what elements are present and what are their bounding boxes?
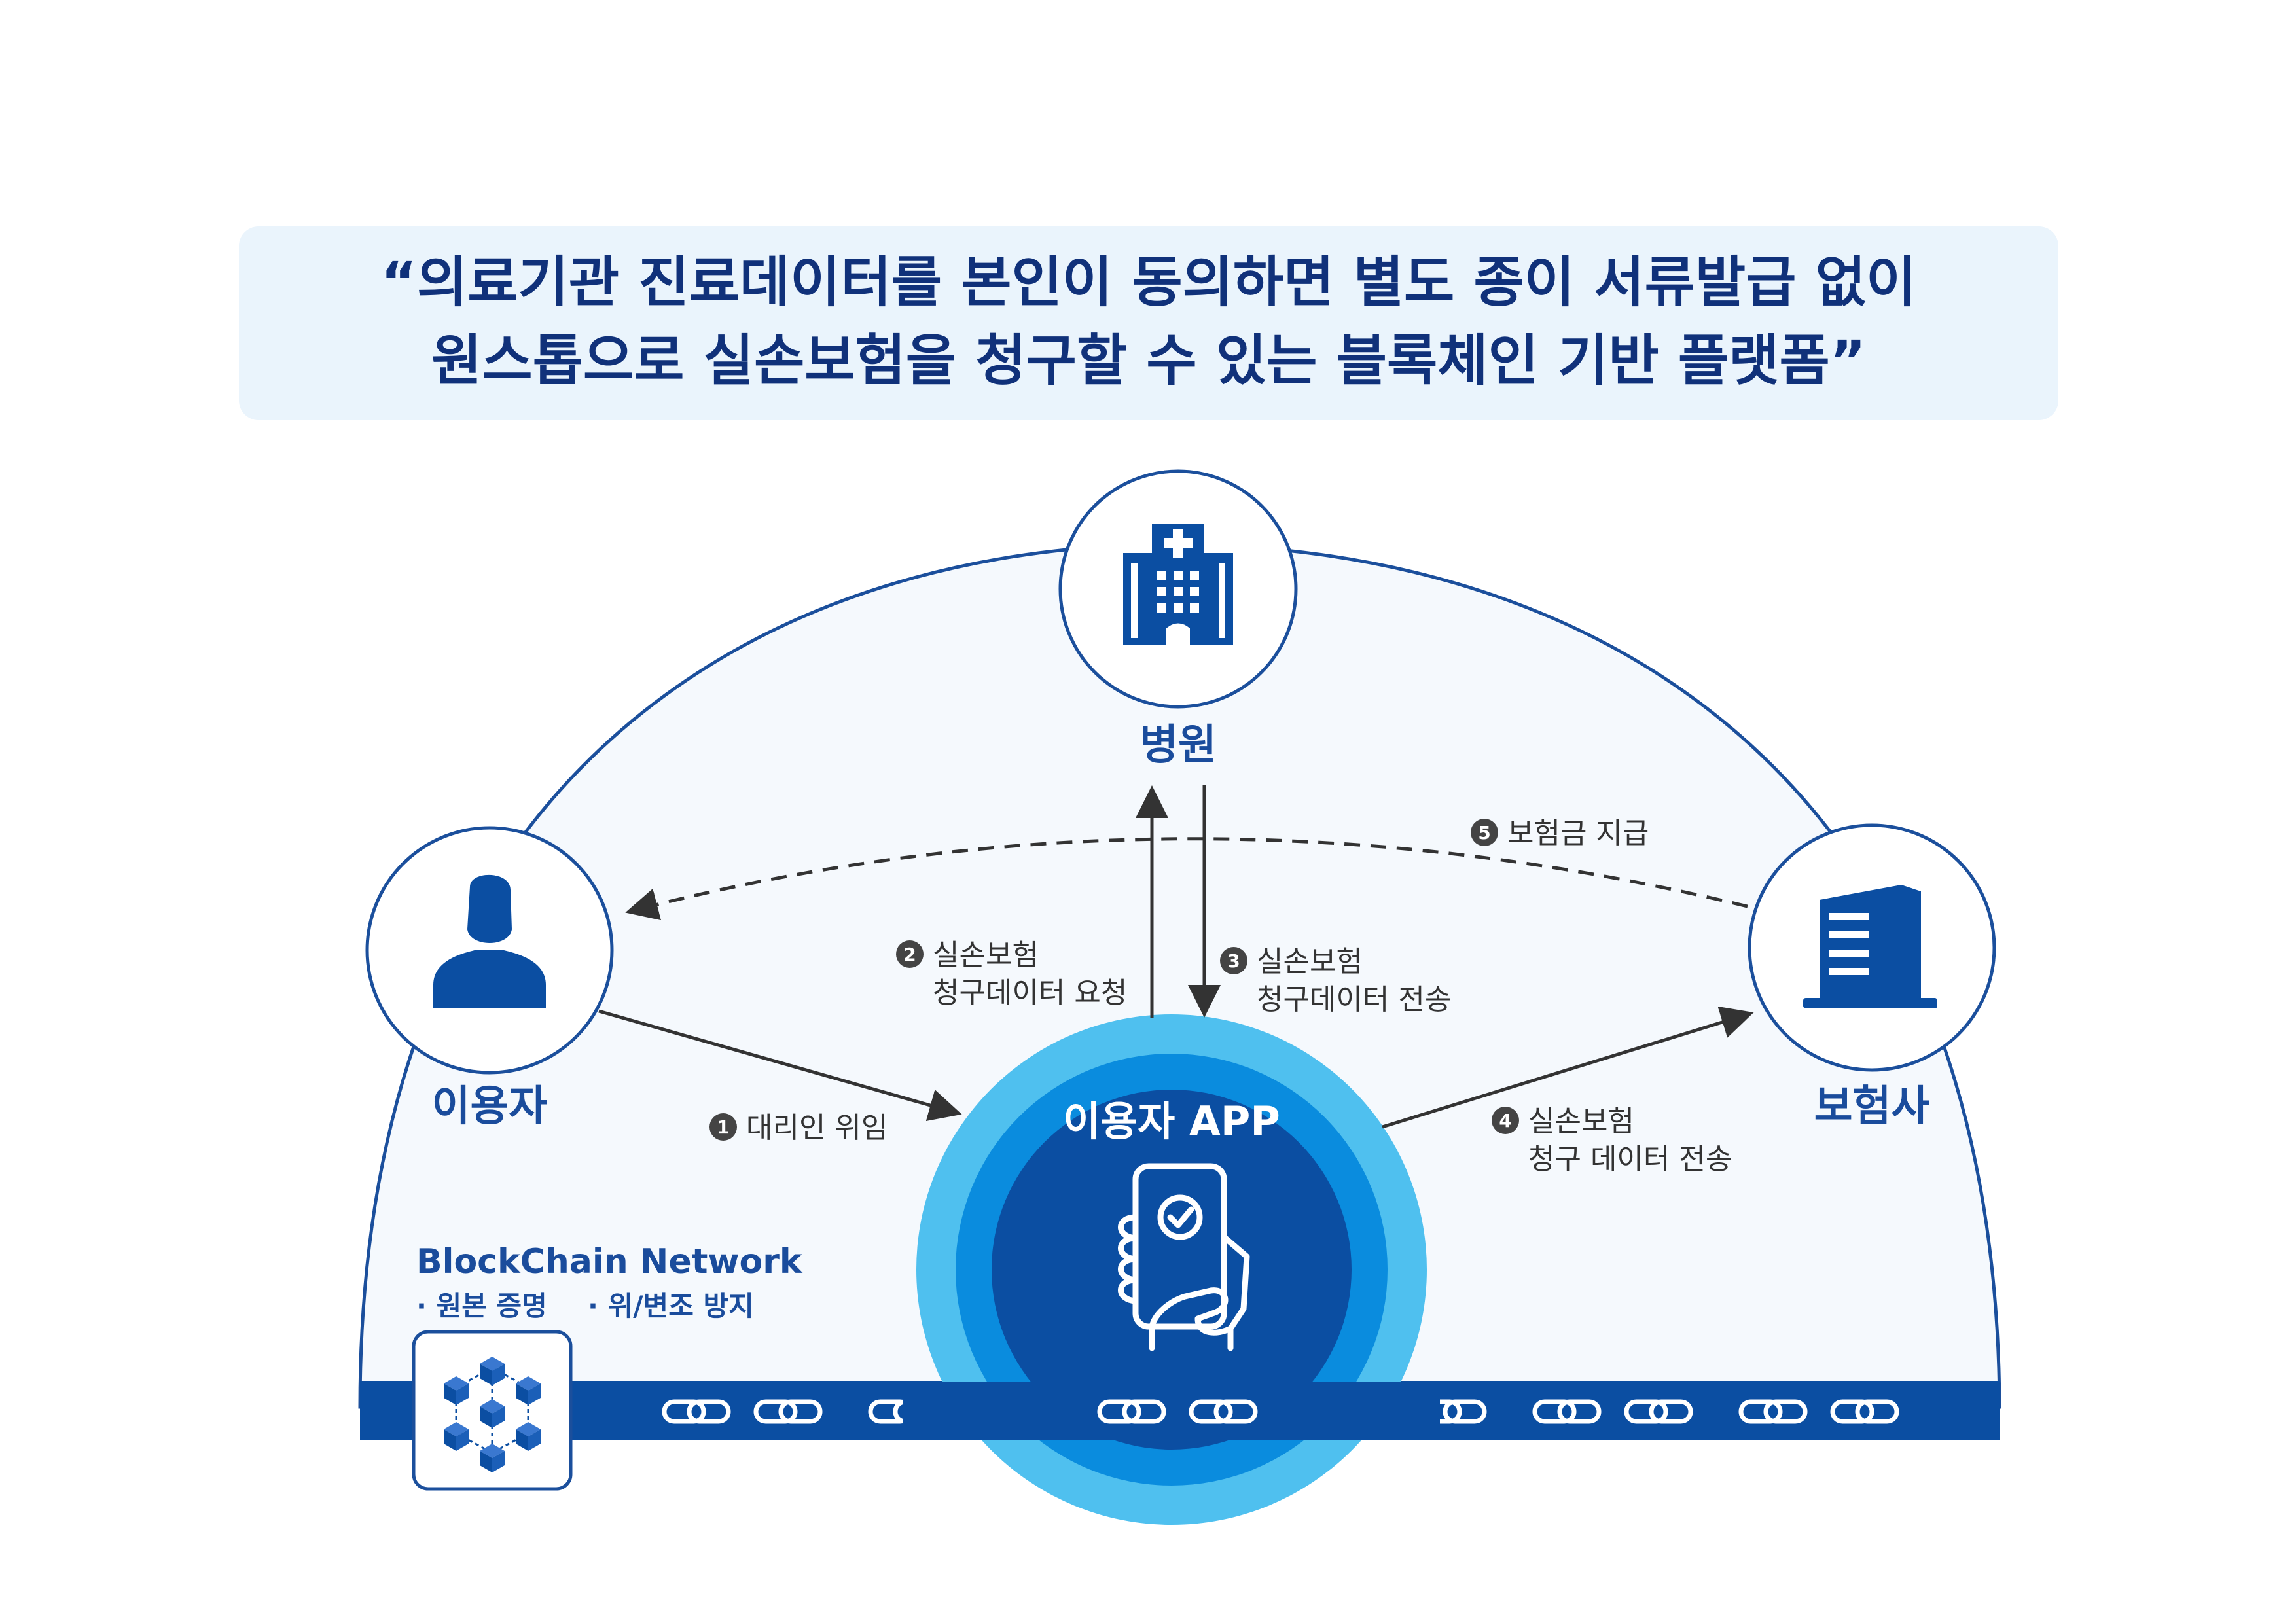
hospital-label: 병원: [1139, 721, 1217, 770]
step-4-text-2: 청구 데이터 전송: [1528, 1143, 1732, 1176]
arrow-insurer-to-user: [625, 837, 1748, 921]
hospital-node: 병원: [1058, 469, 1298, 770]
phone-in-hand-icon: [1118, 1163, 1250, 1351]
network-bullet-2: · 위/변조 방지: [588, 1290, 754, 1322]
step-2-label: 2 실손보험 청구데이터 요청: [896, 938, 1127, 1010]
app-label: 이용자 APP: [1063, 1097, 1280, 1145]
step-3-number: 3: [1227, 950, 1240, 972]
blockchain-icon-box: [412, 1330, 573, 1491]
step-2-number: 2: [903, 944, 916, 965]
insurer-node: 보험사: [1748, 823, 1996, 1131]
network-title: BlockChain Network: [416, 1242, 803, 1281]
blockchain-cubes-icon: [444, 1357, 541, 1472]
network-bullet-1: · 원본 증명: [416, 1290, 547, 1322]
step-5-label: 5 보험금 지급: [1471, 817, 1649, 850]
user-node: 이용자: [365, 826, 614, 1131]
title-line-2: 원스톱으로 실손보험을 청구할 수 있는 블록체인 기반 플랫폼”: [431, 329, 1866, 393]
step-3-label: 3 실손보험 청구데이터 전송: [1220, 945, 1451, 1016]
step-1-label: 1 대리인 위임: [709, 1111, 888, 1145]
step-4-number: 4: [1499, 1110, 1511, 1132]
app-node: 이용자 APP: [903, 1014, 1440, 1525]
step-2-text-2: 청구데이터 요청: [933, 976, 1127, 1010]
person-icon: [433, 874, 546, 1008]
user-label: 이용자: [432, 1082, 548, 1131]
step-5-text: 보험금 지급: [1507, 817, 1649, 850]
step-2-text-1: 실손보험: [933, 938, 1039, 972]
arrow-user-to-app: [598, 1009, 962, 1122]
step-3-text-2: 청구데이터 전송: [1257, 983, 1451, 1016]
step-3-text-1: 실손보험: [1257, 945, 1363, 978]
step-4-text-1: 실손보험: [1528, 1105, 1634, 1138]
title-line-1: “의료기관 진료데이터를 본인이 동의하면 별도 종이 서류발급 없이: [381, 250, 1916, 314]
flow-arrows: [598, 785, 1754, 1129]
arrow-app-to-insurer: [1382, 1006, 1754, 1129]
office-building-icon: [1803, 885, 1937, 1008]
step-5-number: 5: [1478, 822, 1490, 844]
network-info: BlockChain Network · 원본 증명 · 위/변조 방지: [416, 1242, 803, 1322]
step-1-number: 1: [717, 1116, 729, 1138]
title-banner: “의료기관 진료데이터를 본인이 동의하면 별도 종이 서류발급 없이 원스톱으…: [239, 226, 2058, 420]
step-4-label: 4 실손보험 청구 데이터 전송: [1492, 1105, 1732, 1176]
insurer-label: 보험사: [1814, 1082, 1930, 1131]
step-1-text: 대리인 위임: [746, 1111, 888, 1145]
hospital-building-icon: [1123, 524, 1233, 645]
